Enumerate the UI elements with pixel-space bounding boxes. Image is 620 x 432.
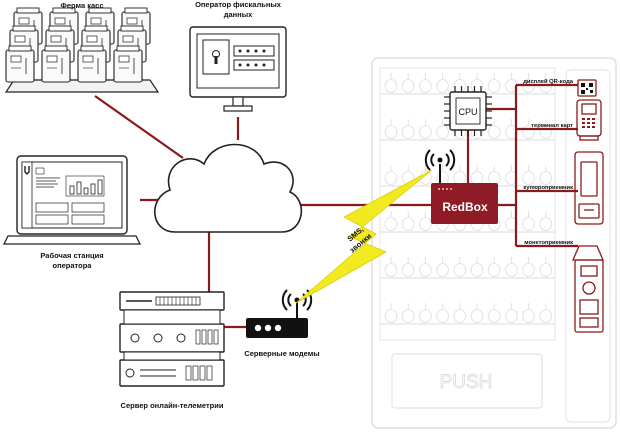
cpu-label: CPU bbox=[458, 107, 477, 117]
redbox-body bbox=[431, 183, 498, 224]
link-cash-farm bbox=[94, 95, 184, 159]
operator-workstation: Рабочая станция оператора bbox=[2, 155, 142, 270]
cash-farm: Ферма касс bbox=[4, 1, 160, 93]
bill-acceptor-icon bbox=[574, 151, 604, 225]
fiscal-operator-label-1: Оператор фискальных bbox=[195, 0, 282, 9]
telemetry-server: Сервер онлайн-телеметрии bbox=[119, 291, 225, 410]
server-modems-label: Серверные модемы bbox=[244, 349, 319, 358]
cloud bbox=[154, 143, 303, 233]
coin-acceptor-label: монетоприемник bbox=[524, 240, 573, 246]
push-label: PUSH bbox=[440, 372, 493, 393]
cash-farm-label: Ферма касс bbox=[60, 1, 103, 10]
peripheral-labels: дисплей QR-кода терминал карт купюроприе… bbox=[523, 78, 574, 246]
workstation-label-2: оператора bbox=[53, 261, 93, 270]
server-modems: Серверные модемы bbox=[244, 289, 320, 358]
redbox-label: RedBox bbox=[442, 200, 488, 214]
redbox-device: RedBox bbox=[424, 149, 498, 224]
fiscal-operator: Оператор фискальных данных bbox=[189, 0, 287, 112]
push-flap bbox=[391, 353, 543, 409]
workstation-label-1: Рабочая станция bbox=[40, 251, 103, 260]
card-terminal-label: терминал карт bbox=[531, 123, 573, 129]
telemetry-server-label: Сервер онлайн-телеметрии bbox=[121, 401, 224, 410]
card-terminal-icon bbox=[576, 99, 602, 141]
qr-code-icon bbox=[577, 79, 597, 97]
peripherals bbox=[572, 79, 604, 333]
sms-lightning: SMS, звонки bbox=[295, 169, 433, 304]
fiscal-operator-label-2: данных bbox=[224, 10, 253, 19]
vending-machine: PUSH bbox=[371, 57, 617, 429]
cpu-chip: CPU bbox=[444, 86, 492, 136]
bill-acceptor-label: купюроприемник bbox=[523, 185, 573, 191]
coin-acceptor-icon bbox=[572, 245, 604, 333]
qr-display-label: дисплей QR-кода bbox=[523, 78, 574, 85]
